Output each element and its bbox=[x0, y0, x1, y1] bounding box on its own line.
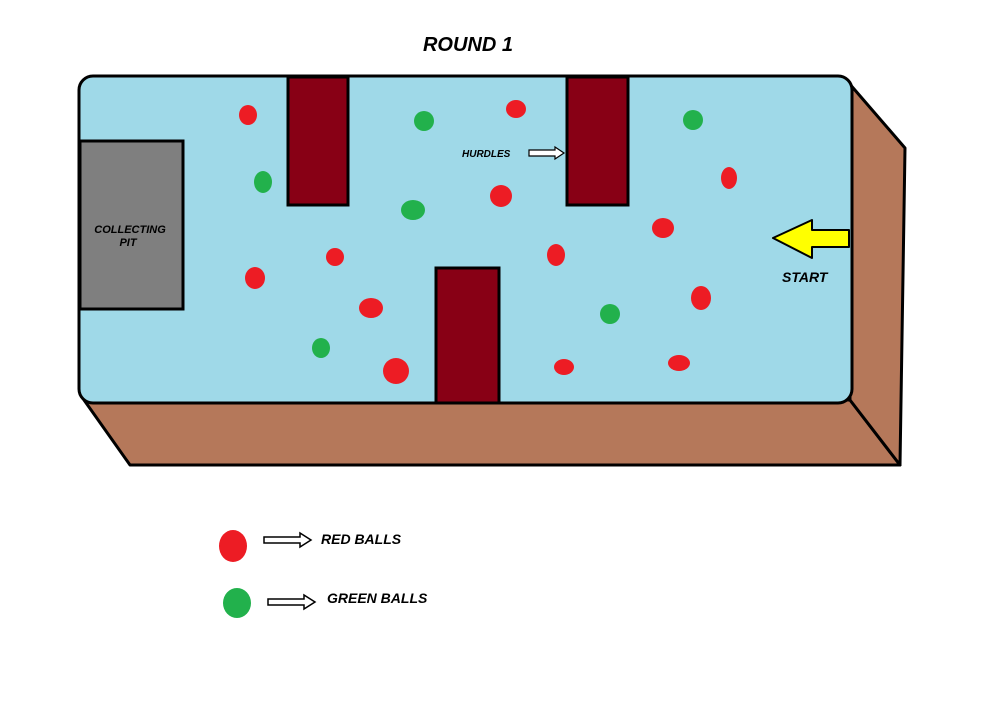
green-balls bbox=[254, 110, 703, 358]
red-ball bbox=[506, 100, 526, 118]
legend-green-label: GREEN BALLS bbox=[327, 590, 428, 606]
legend-green-arrow-icon bbox=[267, 593, 317, 611]
red-ball bbox=[554, 359, 574, 375]
red-ball bbox=[652, 218, 674, 238]
collecting-pit-label-line2: PIT bbox=[119, 237, 137, 249]
collecting-pit-box bbox=[78, 139, 185, 311]
red-ball bbox=[721, 167, 737, 189]
red-ball bbox=[383, 358, 409, 384]
red-ball bbox=[668, 355, 690, 371]
collecting-pit-label-line1: COLLECTING bbox=[94, 224, 166, 236]
red-ball bbox=[490, 185, 512, 207]
red-balls bbox=[239, 100, 737, 384]
legend-red-ball-swatch bbox=[219, 530, 247, 562]
start-marker: START bbox=[772, 219, 850, 285]
hurdles-label: HURDLES bbox=[462, 149, 511, 160]
hurdle bbox=[565, 75, 630, 207]
board-right-face bbox=[846, 80, 907, 467]
red-ball bbox=[359, 298, 383, 318]
green-ball bbox=[414, 111, 434, 131]
green-ball bbox=[312, 338, 330, 358]
green-ball bbox=[401, 200, 425, 220]
legend-red-arrow-icon bbox=[263, 531, 313, 549]
hurdles-arrow-icon bbox=[528, 145, 566, 161]
green-ball bbox=[600, 304, 620, 324]
board-front-face bbox=[82, 398, 902, 467]
start-label: START bbox=[782, 269, 829, 285]
hurdles bbox=[286, 75, 630, 405]
diagram-title: ROUND 1 bbox=[423, 34, 513, 56]
green-ball bbox=[683, 110, 703, 130]
red-ball bbox=[245, 267, 265, 289]
legend-green-ball-swatch bbox=[223, 588, 251, 618]
hurdle bbox=[286, 75, 350, 207]
legend: RED BALLS GREEN BALLS bbox=[219, 530, 428, 618]
legend-red-label: RED BALLS bbox=[321, 531, 402, 547]
red-ball bbox=[326, 248, 344, 266]
start-arrow-icon bbox=[772, 219, 850, 259]
green-ball bbox=[254, 171, 272, 193]
hurdles-annotation: HURDLES bbox=[462, 145, 566, 161]
red-ball bbox=[547, 244, 565, 266]
red-ball bbox=[691, 286, 711, 310]
red-ball bbox=[239, 105, 257, 125]
collecting-pit: COLLECTING PIT bbox=[78, 139, 185, 311]
hurdle bbox=[434, 266, 501, 405]
